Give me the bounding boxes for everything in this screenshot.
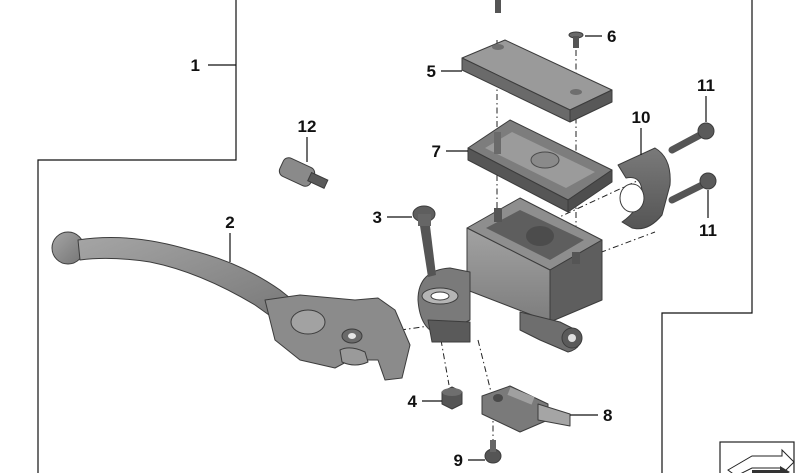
callout-12: 12 bbox=[298, 117, 317, 136]
callout-7: 7 bbox=[432, 142, 441, 161]
callout-8: 8 bbox=[603, 406, 612, 425]
callout-6: 6 bbox=[607, 27, 616, 46]
callout-1: 1 bbox=[191, 56, 200, 75]
diaphragm bbox=[467, 119, 613, 213]
callout-11-upper: 11 bbox=[697, 76, 715, 95]
cover-screw bbox=[495, 0, 584, 48]
brake-lever bbox=[51, 231, 411, 381]
brake-light-switch bbox=[481, 385, 571, 433]
master-cylinder bbox=[417, 197, 603, 353]
reservoir-cover bbox=[461, 39, 613, 123]
pivot-bolt bbox=[412, 205, 436, 277]
callout-labels: 1 2 3 4 5 6 7 8 9 10 11 11 12 bbox=[191, 27, 717, 470]
adjuster-screw bbox=[278, 157, 329, 189]
callout-5: 5 bbox=[427, 62, 436, 81]
group-frame-line bbox=[37, 0, 753, 473]
callout-9: 9 bbox=[454, 451, 463, 470]
handlebar-clamp bbox=[617, 147, 671, 230]
callout-3: 3 bbox=[373, 208, 382, 227]
direction-arrow-logo bbox=[719, 441, 795, 473]
callout-4: 4 bbox=[408, 392, 418, 411]
leader-lines bbox=[208, 35, 709, 461]
callout-11-lower: 11 bbox=[699, 221, 717, 240]
nut bbox=[441, 386, 463, 410]
callout-10: 10 bbox=[632, 108, 651, 127]
switch-screw bbox=[484, 440, 502, 464]
clamp-bolt bbox=[668, 122, 717, 204]
callout-2: 2 bbox=[225, 213, 234, 232]
